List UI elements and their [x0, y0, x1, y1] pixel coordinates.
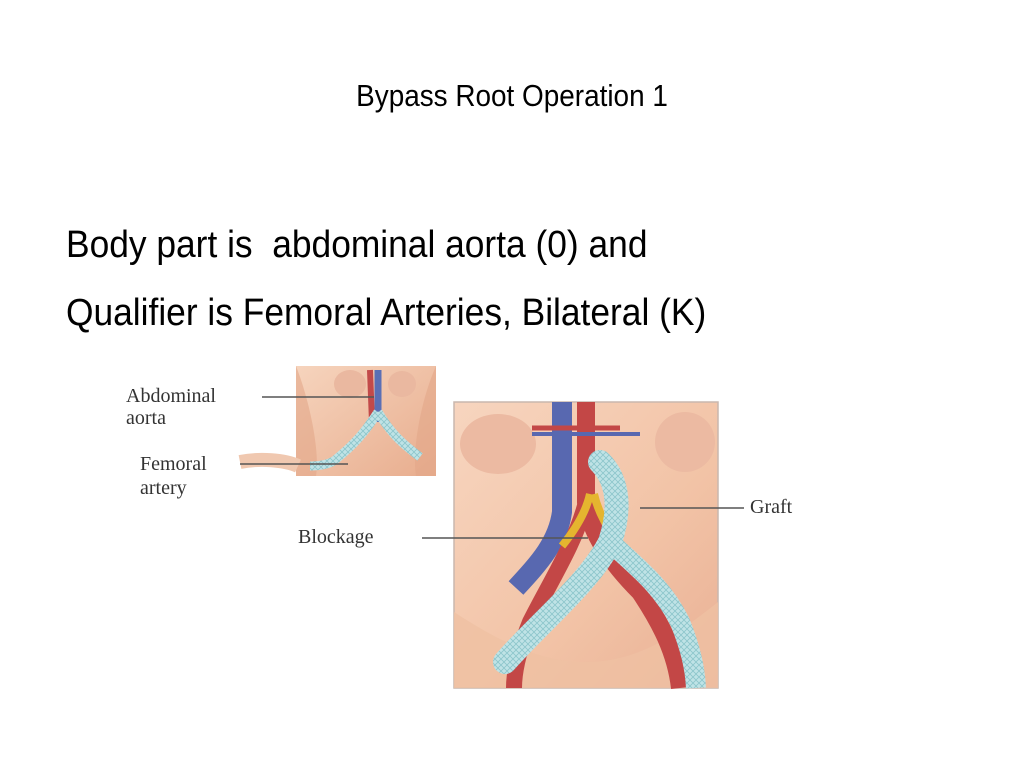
bypass-illustration: Abdominal aorta Femoral artery Blockage … — [126, 366, 793, 690]
label-abdominal-aorta: Abdominal — [126, 385, 216, 407]
slide-title: Bypass Root Operation 1 — [356, 78, 668, 113]
body-text-line-2: Qualifier is Femoral Arteries, Bilateral… — [66, 292, 707, 334]
inset-torso-image — [238, 366, 436, 476]
label-blockage: Blockage — [298, 526, 374, 548]
label-femoral-artery-line2: artery — [140, 477, 187, 499]
detail-anatomy-image — [453, 401, 719, 690]
label-abdominal-aorta-line2: aorta — [126, 407, 166, 429]
body-text-line-1: Body part is abdominal aorta (0) and — [66, 224, 648, 266]
label-femoral-artery: Femoral — [140, 453, 207, 475]
label-graft: Graft — [750, 496, 793, 518]
